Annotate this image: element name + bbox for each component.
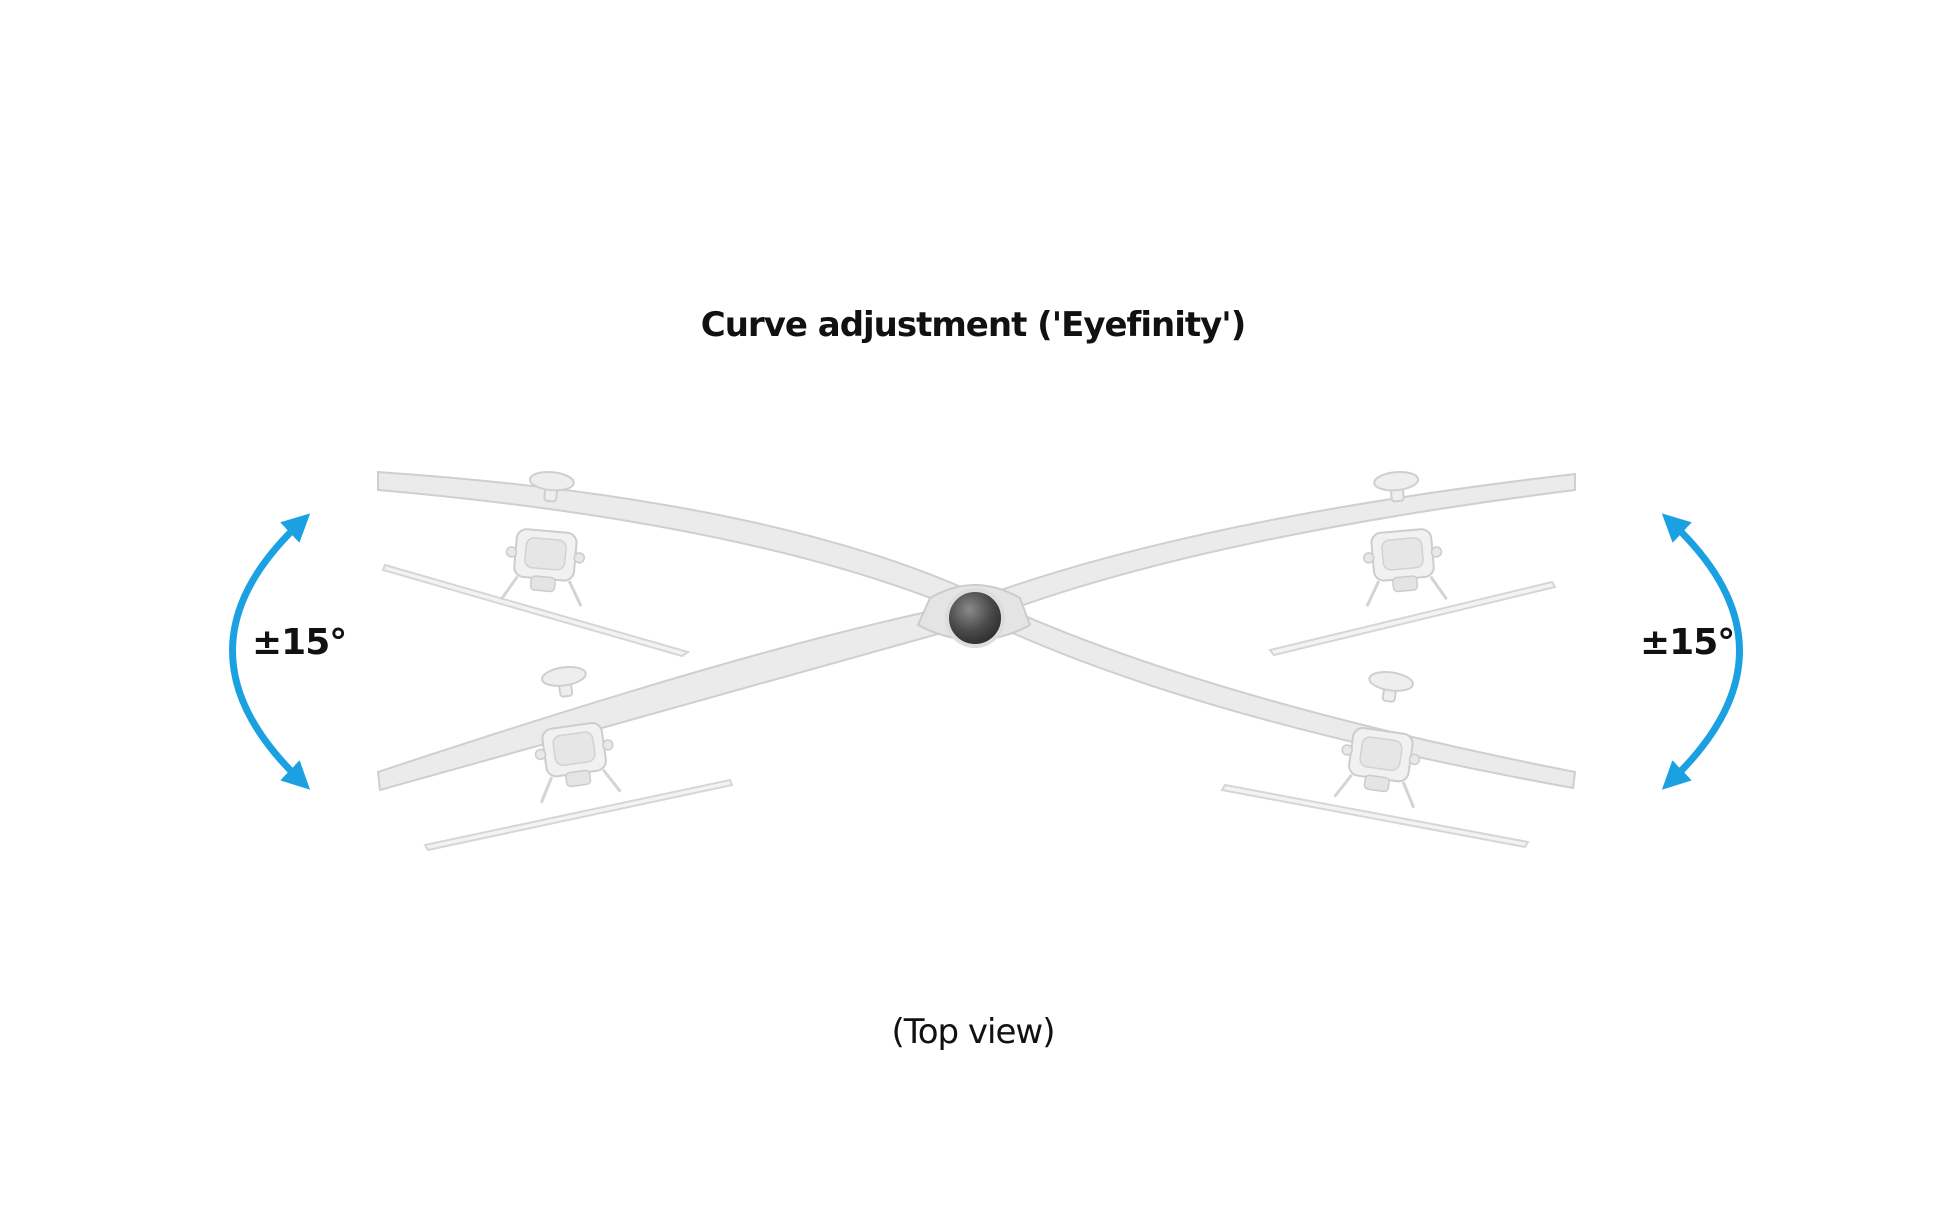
view-caption: (Top view) — [891, 1012, 1055, 1052]
right-rotation-arrow — [1661, 513, 1743, 790]
right-angle-label: ±15° — [1640, 622, 1735, 663]
vesa-plates — [381, 563, 1557, 852]
monitor-arm-icon — [376, 472, 1576, 792]
left-angle-label: ±15° — [252, 622, 347, 663]
monitor-mount-icon — [1354, 467, 1449, 608]
monitor-arm-icon — [377, 470, 1577, 790]
pole-icon — [945, 588, 1005, 648]
left-rotation-arrow — [229, 513, 311, 790]
diagram-title: Curve adjustment ('Eyefinity') — [700, 305, 1246, 345]
